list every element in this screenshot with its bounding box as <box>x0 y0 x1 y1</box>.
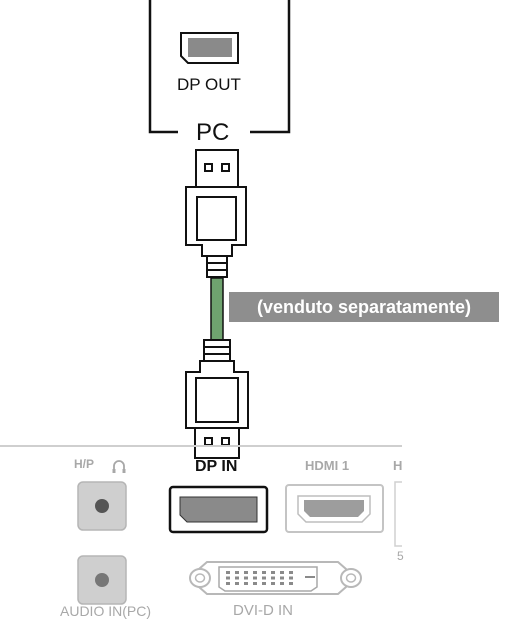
dvi-pin <box>289 582 293 585</box>
dvi-pin <box>280 582 284 585</box>
dvi-pin <box>271 571 275 574</box>
pc-outline <box>148 0 291 134</box>
dvi-pin <box>253 576 257 580</box>
headphone-label: H/P <box>74 457 95 471</box>
sold-separately-badge: (venduto separatamente) <box>229 292 499 322</box>
hdmi-1-label: HDMI 1 <box>305 458 350 473</box>
dp-in-label: DP IN <box>195 458 238 475</box>
dp-out-port <box>180 32 239 64</box>
dvi-d-in-label: DVI-D IN <box>233 602 293 619</box>
dp-connector-bottom <box>185 339 249 459</box>
dvi-pin <box>235 576 239 580</box>
dvi-pin <box>253 582 257 585</box>
dvi-pin <box>244 582 248 585</box>
dvi-pin <box>289 571 293 574</box>
dvi-pin <box>244 576 248 580</box>
dvi-pin <box>226 571 230 574</box>
hdmi-1-port <box>285 484 384 533</box>
dvi-pin <box>271 582 275 585</box>
dvi-pin <box>226 582 230 585</box>
dvi-pin <box>280 571 284 574</box>
dvi-pin <box>235 582 239 585</box>
headphone-jack <box>77 481 127 531</box>
dvi-pin <box>244 571 248 574</box>
dvi-pin <box>262 576 266 580</box>
dvi-pin <box>262 571 266 574</box>
cable <box>210 277 224 341</box>
dp-connector-top <box>185 149 247 278</box>
dvi-pin <box>271 576 275 580</box>
dvi-pin <box>289 576 293 580</box>
hdmi-2-label-partial: HI <box>393 459 403 472</box>
partial-digit-label: 5 <box>397 549 404 563</box>
dvi-d-port <box>189 561 362 595</box>
dvi-pin <box>235 571 239 574</box>
hdmi-2-port-partial <box>394 481 402 547</box>
dp-out-label: DP OUT <box>177 75 241 94</box>
pc-label: PC <box>196 119 230 146</box>
headphone-icon <box>112 460 126 473</box>
dvi-pin <box>262 582 266 585</box>
audio-in-label: AUDIO IN(PC) <box>60 603 151 619</box>
dvi-pin <box>253 571 257 574</box>
dvi-pin <box>226 576 230 580</box>
audio-in-jack <box>77 555 127 605</box>
dp-in-port <box>168 485 269 534</box>
dvi-pin <box>280 576 284 580</box>
